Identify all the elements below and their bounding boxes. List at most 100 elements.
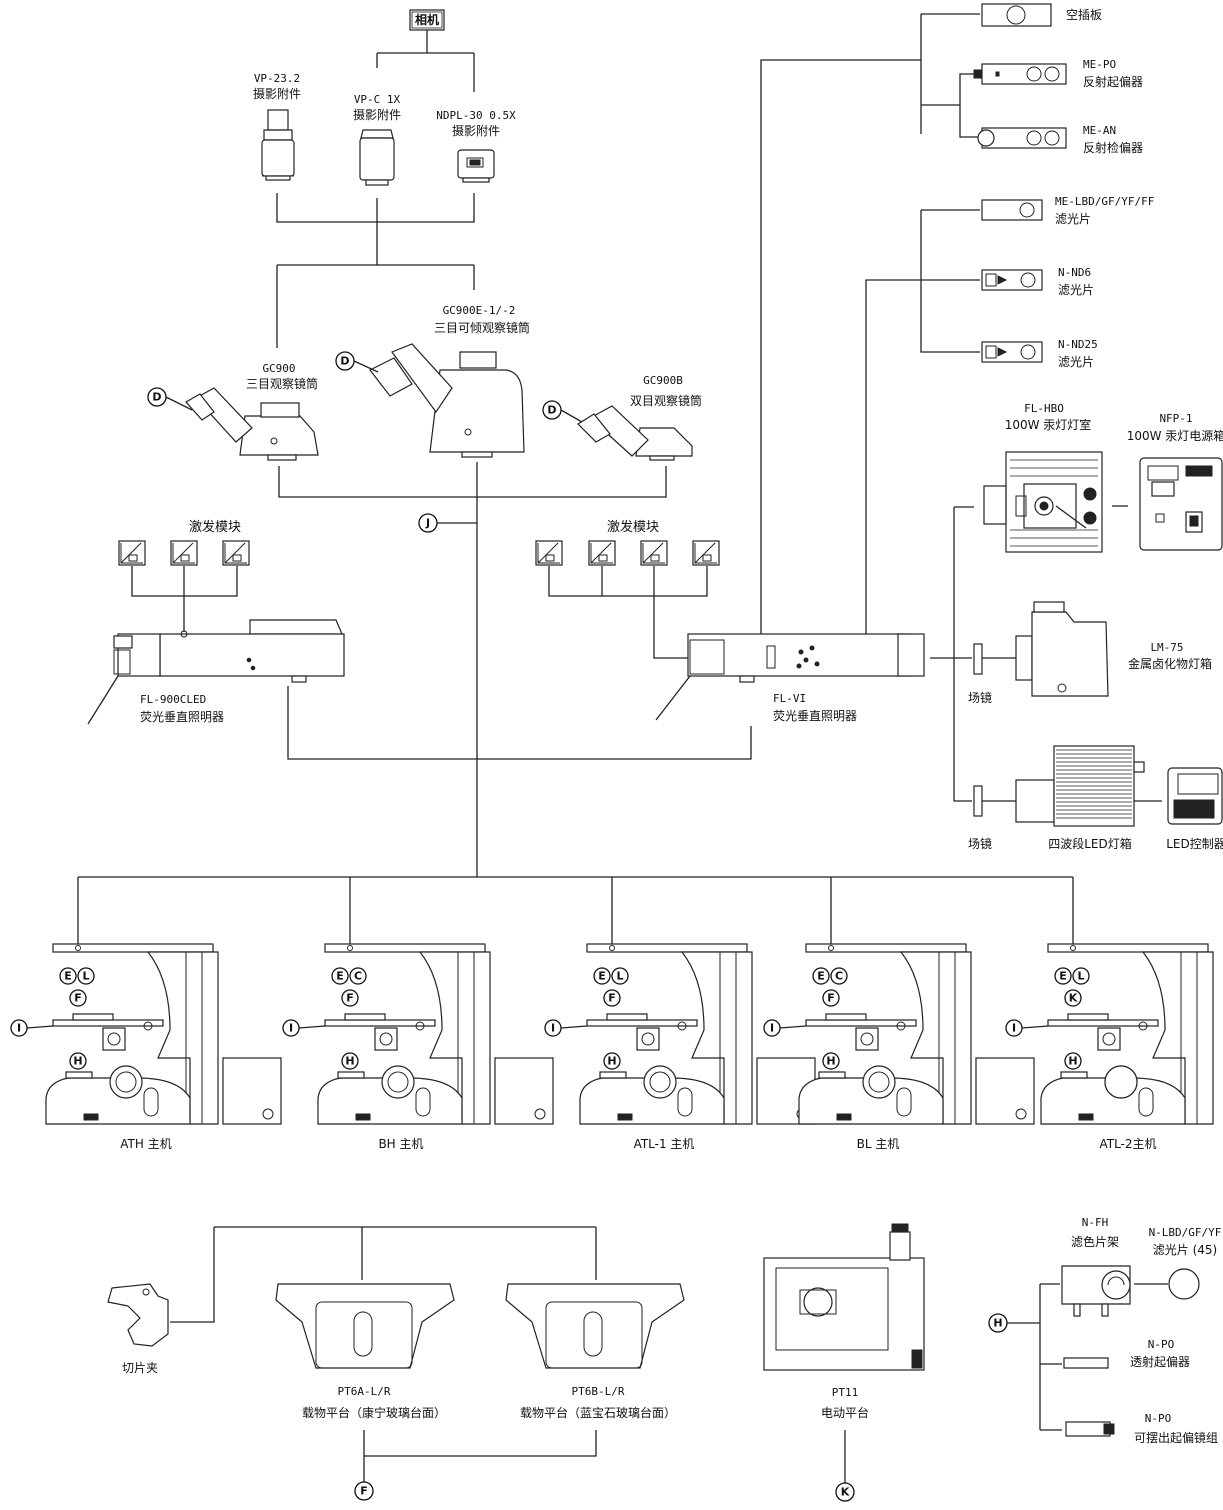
- ndpl-model: NDPL-30 0.5X: [436, 109, 516, 122]
- gc900e-name: 三目可倾观察镜筒: [434, 320, 530, 335]
- svg-text:L: L: [1077, 970, 1084, 983]
- flvi-name: 荧光垂直照明器: [773, 709, 857, 723]
- npo1-name: 透射起偏器: [1130, 1354, 1190, 1369]
- badge-f-host-4: F: [823, 990, 839, 1006]
- me-lbd-model: ME-LBD/GF/YF/FF: [1055, 195, 1154, 208]
- polarizer-connectors: [921, 14, 980, 137]
- badge-i-host-5: I: [1006, 1020, 1022, 1036]
- me-an-model: ME-AN: [1083, 124, 1116, 137]
- lamp-house-fl-hbo: FL-HBO 100W 汞灯灯室: [984, 402, 1102, 552]
- host-connectors: [78, 877, 1073, 944]
- npo2-model: N-PO: [1145, 1412, 1172, 1425]
- field-lens-1-label: 场镜: [968, 690, 992, 705]
- badge-h-host-4: H: [823, 1053, 839, 1069]
- svg-text:E: E: [64, 970, 72, 983]
- badge-h-host-2: H: [342, 1053, 358, 1069]
- svg-text:F: F: [74, 992, 82, 1005]
- badge-i-host-4: I: [764, 1020, 780, 1036]
- h-accessory-connectors: [1007, 1284, 1062, 1430]
- nfh-name: 滤色片架: [1071, 1235, 1119, 1249]
- svg-text:I: I: [17, 1022, 21, 1035]
- svg-text:I: I: [289, 1022, 293, 1035]
- pt6a-model: PT6A-L/R: [338, 1385, 391, 1398]
- badge-c-host-2: C: [350, 968, 366, 984]
- excitation-cube-right-2: [589, 541, 615, 565]
- badge-f-bottom: F: [355, 1482, 373, 1500]
- filter-connectors: [921, 210, 980, 352]
- n-nd6-name: 滤光片: [1058, 283, 1094, 297]
- n-nd25-model: N-ND25: [1058, 338, 1098, 351]
- field-lens-2-label: 场镜: [968, 836, 992, 851]
- vpc-name: 摄影附件: [353, 107, 401, 122]
- swing-polarizer: N-PO 可摆出起偏镜组: [1066, 1412, 1218, 1445]
- svg-text:H: H: [993, 1317, 1002, 1330]
- svg-text:D: D: [547, 404, 556, 417]
- nfp-name: 100W 汞灯电源箱: [1127, 428, 1223, 443]
- excitation-cube-right-1: [536, 541, 562, 565]
- gc900-name: 三目观察镜筒: [246, 376, 318, 391]
- svg-text:L: L: [82, 970, 89, 983]
- nlbd-model: N-LBD/GF/YF: [1149, 1226, 1222, 1239]
- badge-h-host-5: H: [1065, 1053, 1081, 1069]
- photo-attachment-vpc1x: VP-C 1X 摄影附件: [353, 93, 401, 185]
- badge-f-host-3: F: [604, 990, 620, 1006]
- svg-text:E: E: [336, 970, 344, 983]
- badge-e-host-5: E: [1055, 968, 1071, 984]
- svg-text:J: J: [425, 517, 430, 530]
- pt11-name: 电动平台: [821, 1405, 869, 1420]
- fl900cled-name: 荧光垂直照明器: [140, 710, 224, 724]
- badge-i-host-3: I: [545, 1020, 561, 1036]
- camera-block: 相机: [377, 10, 474, 92]
- nlbd-name: 滤光片 (45): [1153, 1243, 1217, 1257]
- me-po-model: ME-PO: [1083, 58, 1116, 71]
- svg-text:D: D: [152, 391, 161, 404]
- svg-text:E: E: [598, 970, 606, 983]
- nfp-model: NFP-1: [1159, 412, 1192, 425]
- lamp-lm-75: LM-75 金属卤化物灯箱: [1016, 602, 1212, 696]
- polarizer-me-an: ME-AN 反射检偏器: [978, 124, 1143, 155]
- host-label-2: BH 主机: [378, 1137, 423, 1151]
- filter-n-lbd: N-LBD/GF/YF 滤光片 (45): [1149, 1226, 1222, 1299]
- field-lens-2: 场镜: [968, 786, 992, 851]
- gc900b-name: 双目观察镜筒: [630, 393, 702, 408]
- light-source-connectors: [930, 507, 974, 801]
- badge-d-2: D: [336, 352, 354, 370]
- badge-i-host-2: I: [283, 1020, 299, 1036]
- fl900cled-model: FL-900CLED: [140, 693, 206, 706]
- svg-text:I: I: [770, 1022, 774, 1035]
- n-nd25-name: 滤光片: [1058, 355, 1094, 369]
- svg-text:K: K: [841, 1486, 850, 1499]
- badge-e-host-4: E: [813, 968, 829, 984]
- svg-text:C: C: [354, 970, 362, 983]
- svg-text:F: F: [608, 992, 616, 1005]
- svg-text:I: I: [1012, 1022, 1016, 1035]
- lm75-model: LM-75: [1150, 641, 1183, 654]
- svg-text:F: F: [827, 992, 835, 1005]
- flvi-model: FL-VI: [773, 692, 806, 705]
- gc900e-model: GC900E-1/-2: [443, 304, 516, 317]
- badge-l-host-5: L: [1073, 968, 1089, 984]
- gc900b-model: GC900B: [643, 374, 683, 387]
- svg-text:H: H: [73, 1055, 82, 1068]
- host-label-4: BL 主机: [857, 1137, 900, 1151]
- badge-e-host-3: E: [594, 968, 610, 984]
- me-po-name: 反射起偏器: [1083, 74, 1143, 89]
- vpc-model: VP-C 1X: [354, 93, 401, 106]
- npo2-name: 可摆出起偏镜组: [1134, 1430, 1218, 1445]
- svg-text:H: H: [1068, 1055, 1077, 1068]
- filter-me-lbd: ME-LBD/GF/YF/FF 滤光片: [982, 195, 1154, 226]
- badge-k-bottom: K: [836, 1483, 854, 1501]
- badge-d-3: D: [543, 401, 561, 419]
- badge-e-host-1: E: [60, 968, 76, 984]
- svg-text:L: L: [616, 970, 623, 983]
- filter-n-nd25: N-ND25 滤光片: [982, 338, 1098, 369]
- power-supply-nfp-1: NFP-1 100W 汞灯电源箱: [1127, 412, 1223, 550]
- fl-hbo-model: FL-HBO: [1024, 402, 1064, 415]
- badge-h-host-3: H: [604, 1053, 620, 1069]
- camera-label: 相机: [415, 12, 439, 27]
- filter-n-nd6: N-ND6 滤光片: [982, 266, 1094, 297]
- badge-f-host-1: F: [70, 990, 86, 1006]
- badge-i-host-1: I: [11, 1020, 27, 1036]
